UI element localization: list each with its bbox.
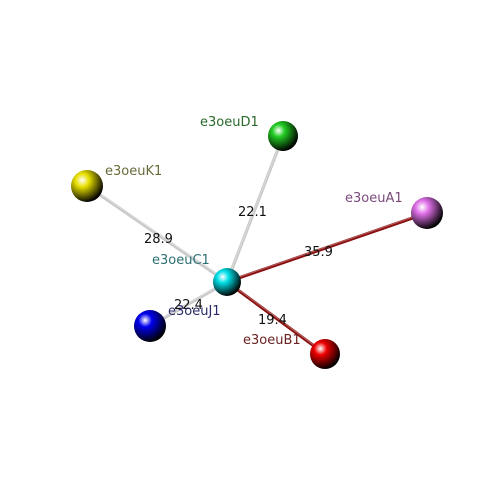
bond-C1-A1 [225, 211, 429, 284]
node-label-J1: e3oeuJ1 [168, 304, 221, 319]
node-B1[interactable] [310, 339, 340, 369]
node-labels: e3oeuC1 e3oeuD1 e3oeuK1 e3oeuA1 e3oeuJ1 e3oeu… [105, 115, 403, 348]
distance-label-C1-J1: 22.4 [174, 298, 203, 313]
node-C1[interactable] [213, 268, 241, 296]
bond-C1-K1 [85, 184, 229, 284]
distance-label-C1-K1: 28.9 [144, 232, 173, 247]
node-J1[interactable] [134, 310, 166, 342]
node-K1[interactable] [71, 170, 103, 202]
distance-label-C1-B1: 19.4 [258, 313, 287, 328]
distance-labels: 22.1 28.9 35.9 22.4 19.4 [144, 205, 333, 328]
node-label-B1: e3oeuB1 [243, 333, 301, 348]
node-label-C1: e3oeuC1 [152, 253, 210, 268]
nodes-layer [71, 121, 443, 369]
bond-C1-B1 [225, 280, 327, 356]
node-label-A1: e3oeuA1 [345, 191, 403, 206]
bond-C1-D1 [225, 134, 285, 284]
distance-label-C1-D1: 22.1 [238, 205, 267, 220]
node-label-K1: e3oeuK1 [105, 164, 162, 179]
node-A1[interactable] [411, 197, 443, 229]
node-D1[interactable] [268, 121, 298, 151]
bonds-layer [85, 134, 429, 356]
node-label-D1: e3oeuD1 [200, 115, 259, 130]
distance-label-C1-A1: 35.9 [304, 245, 333, 260]
